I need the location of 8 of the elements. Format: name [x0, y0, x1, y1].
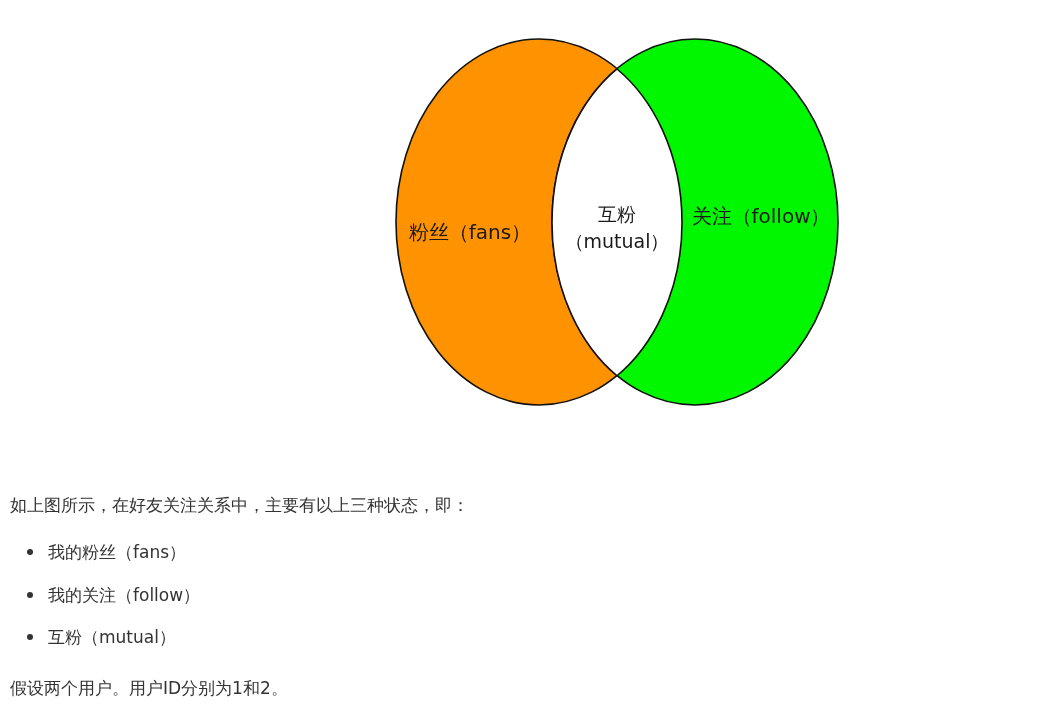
- list-item-text: 互粉（mutual）: [48, 626, 176, 649]
- intersection-label: 互粉（mutual）: [563, 202, 671, 254]
- set-label: 粉丝（fans）: [408, 219, 532, 245]
- list-item-text: 我的粉丝（fans）: [48, 541, 187, 564]
- list-item-text: 我的关注（follow）: [48, 584, 201, 607]
- intro-paragraph: 如上图所示，在好友关注关系中，主要有以上三种状态，即：: [10, 494, 469, 517]
- set-label: 关注（follow）: [691, 203, 831, 229]
- note-paragraph: 假设两个用户。用户ID分别为1和2。: [10, 677, 288, 700]
